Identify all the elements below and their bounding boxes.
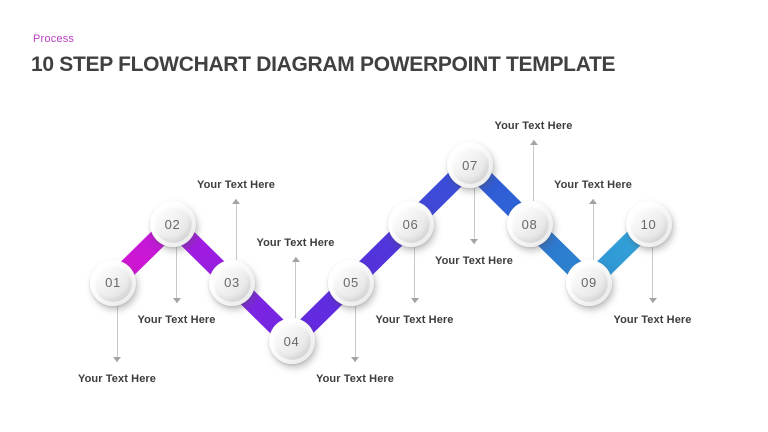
step-circle-inner: 05 [332,263,370,302]
step-number: 06 [402,216,419,232]
pointer-line-05 [354,305,356,362]
pointer-line-02 [176,247,177,303]
step-number: 07 [462,157,478,173]
pointer-line-04 [295,257,296,318]
step-label-05: Your Text Here [315,372,395,385]
arrowhead-down-icon [172,298,181,303]
step-label-01: Your Text Here [77,372,157,385]
step-circle-02: 02 [149,201,196,247]
step-number: 01 [105,275,121,290]
step-label-07: Your Text Here [434,255,514,267]
arrowhead-down-icon [648,298,657,303]
step-circle-inner: 04 [272,322,311,360]
step-number: 10 [640,216,657,232]
arrowhead-down-icon [351,356,359,362]
step-circle-03: 03 [209,259,255,306]
pointer-line-06 [414,247,415,303]
arrowhead-up-icon [232,198,240,204]
step-label-04: Your Text Here [256,237,335,249]
step-circle-07: 07 [447,142,493,188]
page-title: 10 STEP FLOWCHART DIAGRAM POWERPOINT TEM… [31,53,616,76]
arrowhead-up-icon [291,257,300,262]
step-number: 02 [164,216,181,232]
step-circle-10: 10 [625,201,672,247]
step-number: 08 [521,216,538,232]
step-number: 09 [581,275,597,290]
step-label-08: Your Text Here [494,120,573,132]
step-circle-05: 05 [328,259,374,306]
pointer-line-01 [116,305,118,362]
step-label-02: Your Text Here [137,314,216,326]
step-circle-inner: 10 [629,205,668,243]
step-circle-inner: 03 [213,263,251,302]
step-label-09: Your Text Here [553,178,633,191]
step-circle-inner: 06 [391,205,430,243]
arrowhead-up-icon [529,140,538,145]
step-circle-inner: 09 [570,263,608,302]
step-circle-inner: 07 [451,146,489,184]
pointer-line-07 [473,188,475,244]
step-label-03: Your Text Here [196,178,276,191]
step-label-06: Your Text Here [375,314,454,326]
arrowhead-up-icon [589,198,597,204]
step-circle-01: 01 [90,259,136,306]
step-circle-inner: 08 [510,205,549,243]
pointer-line-08 [533,140,534,201]
step-circle-inner: 01 [94,263,132,302]
step-number: 05 [343,275,359,290]
step-label-10: Your Text Here [613,314,692,326]
step-circle-09: 09 [566,259,612,306]
pointer-line-03 [235,198,237,260]
arrowhead-down-icon [410,298,419,303]
eyebrow-label: Process [33,33,75,45]
arrowhead-down-icon [470,239,478,244]
step-circle-06: 06 [387,201,434,247]
pointer-line-10 [652,247,653,303]
pointer-line-09 [592,198,594,260]
step-number: 03 [224,275,240,290]
arrowhead-down-icon [113,356,121,362]
step-circle-inner: 02 [153,205,192,243]
step-number: 04 [283,333,300,349]
step-circle-04: 04 [268,318,315,364]
step-circle-08: 08 [506,201,553,247]
